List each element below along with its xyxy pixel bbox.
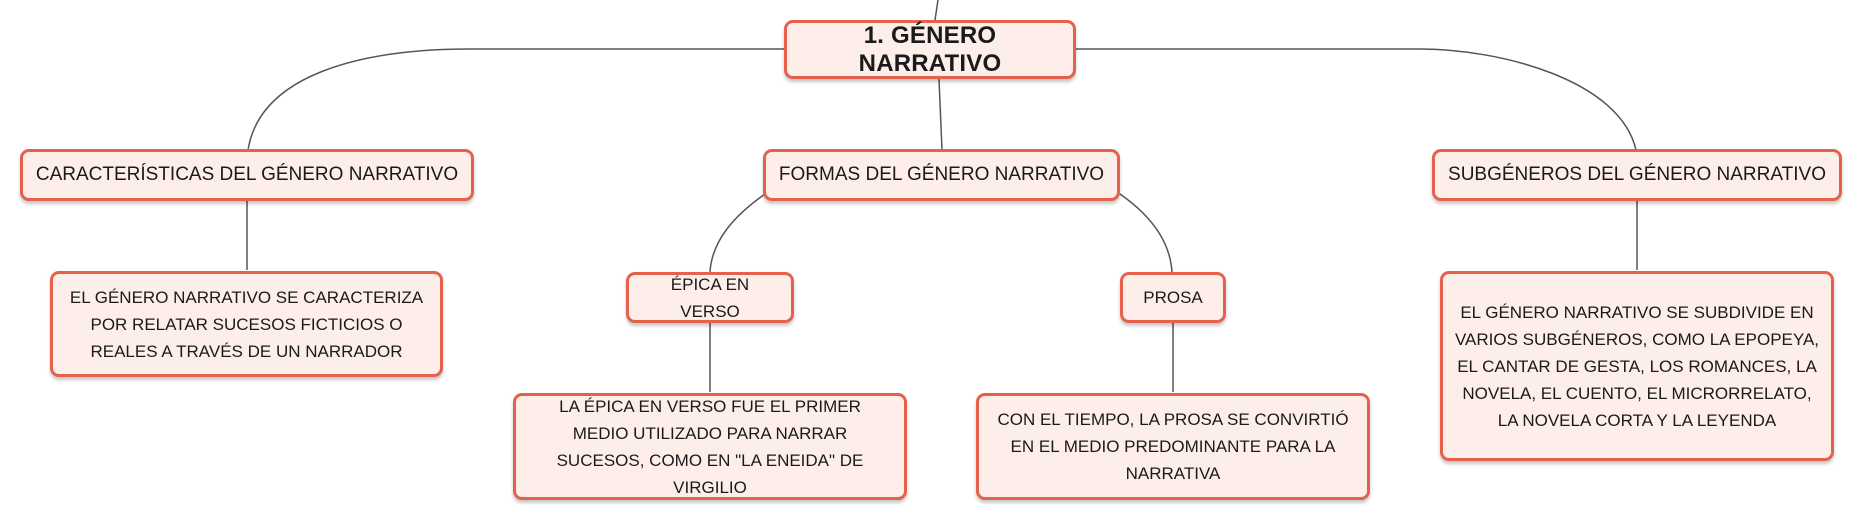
node-epica-en-verso[interactable]: ÉPICA EN VERSO	[626, 272, 794, 323]
node-label: 1. GÉNERO NARRATIVO	[858, 21, 1002, 77]
node-text: EL GÉNERO NARRATIVO SE SUBDIVIDE EN VARI…	[1454, 302, 1820, 430]
node-prosa-detail[interactable]: CON EL TIEMPO, LA PROSA SE CONVIRTIÓ EN …	[976, 393, 1370, 500]
node-genero-narrativo[interactable]: 1. GÉNERO NARRATIVO	[784, 20, 1076, 79]
node-label: SUBGÉNEROS DEL GÉNERO NARRATIVO	[1448, 164, 1826, 185]
node-caracteristicas[interactable]: CARACTERÍSTICAS DEL GÉNERO NARRATIVO	[20, 149, 474, 201]
connector-root-formas	[938, 78, 943, 151]
node-text: EL GÉNERO NARRATIVO SE CARACTERIZA POR R…	[69, 287, 424, 361]
node-label: ÉPICA EN VERSO	[670, 274, 750, 321]
node-epica-detail[interactable]: LA ÉPICA EN VERSO FUE EL PRIMER MEDIO UT…	[513, 393, 907, 500]
node-text: LA ÉPICA EN VERSO FUE EL PRIMER MEDIO UT…	[556, 396, 864, 497]
node-subgeneros[interactable]: SUBGÉNEROS DEL GÉNERO NARRATIVO	[1432, 149, 1842, 201]
node-prosa[interactable]: PROSA	[1120, 272, 1226, 323]
node-caracteristicas-detail[interactable]: EL GÉNERO NARRATIVO SE CARACTERIZA POR R…	[50, 271, 443, 377]
node-text: CON EL TIEMPO, LA PROSA SE CONVIRTIÓ EN …	[997, 410, 1349, 483]
node-subgeneros-detail[interactable]: EL GÉNERO NARRATIVO SE SUBDIVIDE EN VARI…	[1440, 271, 1834, 461]
connector-root-parent	[934, 0, 939, 21]
node-label: PROSA	[1143, 288, 1203, 307]
node-label: CARACTERÍSTICAS DEL GÉNERO NARRATIVO	[35, 164, 459, 185]
connector-formas-prosa	[1119, 193, 1173, 273]
node-label: FORMAS DEL GÉNERO NARRATIVO	[778, 164, 1105, 185]
node-formas[interactable]: FORMAS DEL GÉNERO NARRATIVO	[763, 149, 1120, 201]
connector-root-caracteristicas	[247, 48, 784, 151]
connector-formas-epica	[709, 193, 766, 273]
connector-root-subgeneros	[1076, 48, 1637, 151]
